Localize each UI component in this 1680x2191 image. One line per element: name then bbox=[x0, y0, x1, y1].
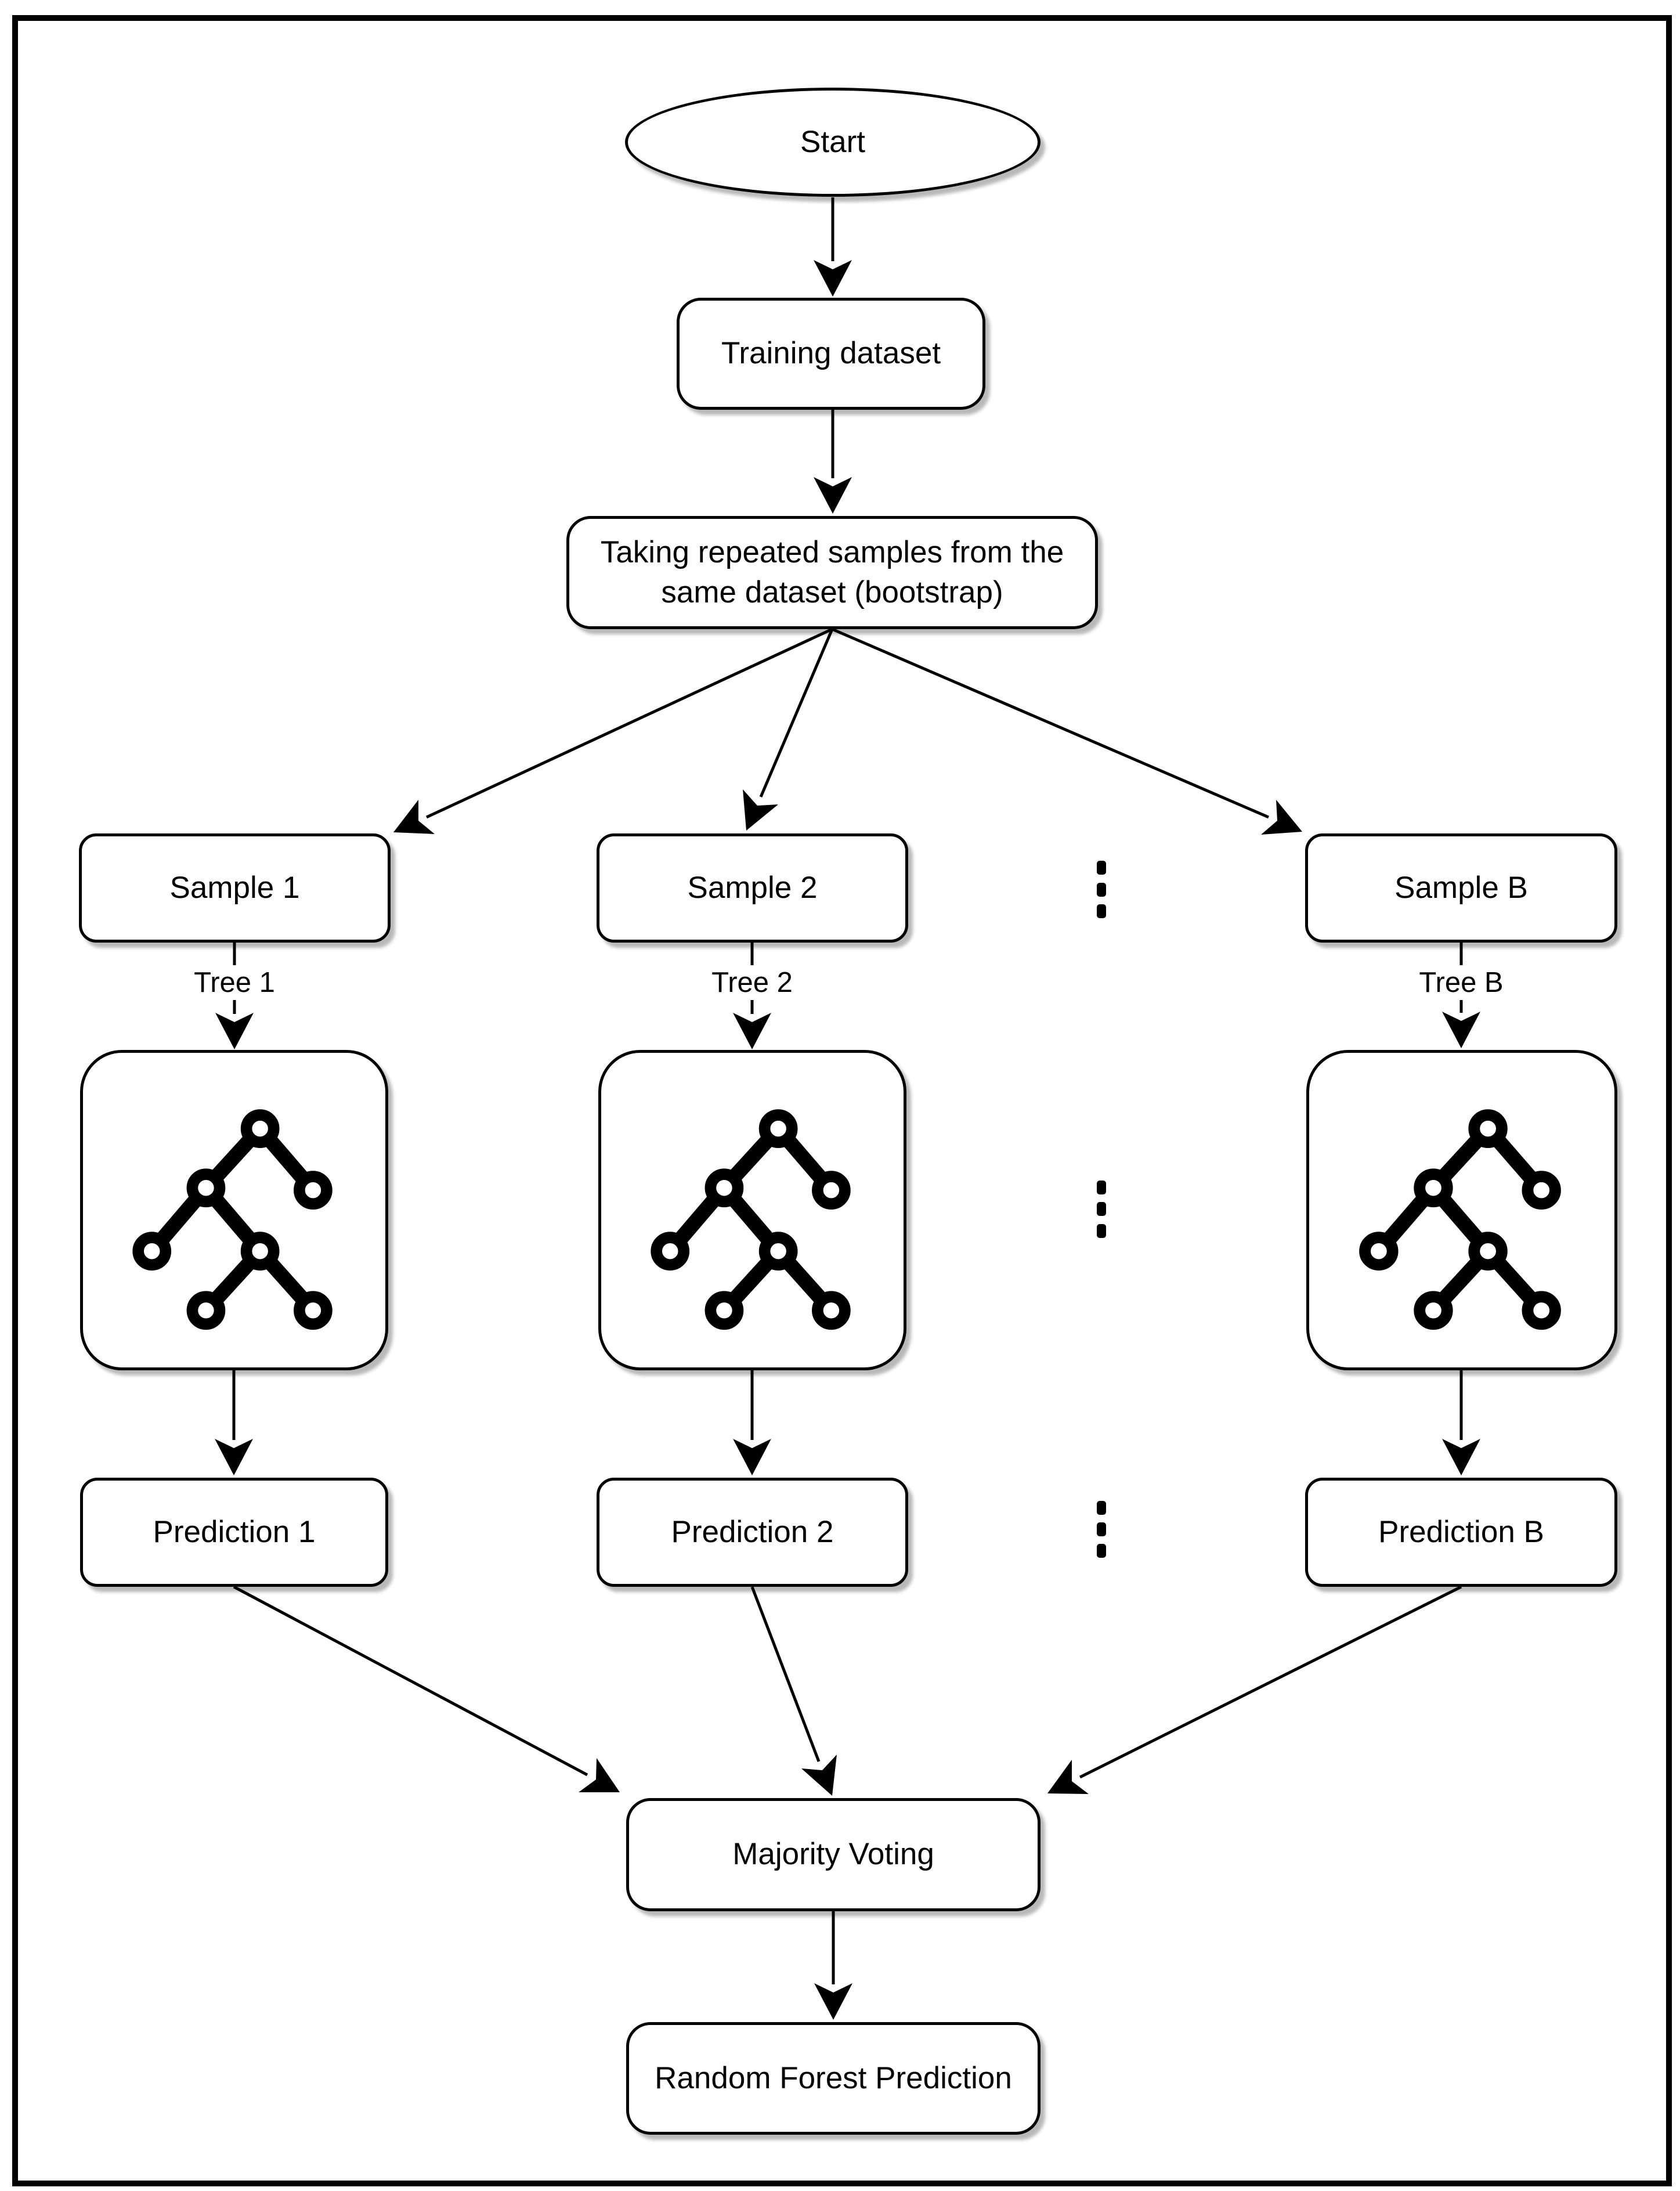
vertical-ellipsis-icon bbox=[1097, 861, 1106, 918]
edge-label-tree-2: Tree 2 bbox=[704, 965, 800, 1000]
node-prediction-2: Prediction 2 bbox=[597, 1478, 908, 1587]
decision-tree-icon bbox=[83, 1053, 385, 1367]
node-prediction-1-label: Prediction 1 bbox=[153, 1514, 316, 1549]
decision-tree-box-1 bbox=[80, 1050, 388, 1370]
node-prediction-b-label: Prediction B bbox=[1378, 1514, 1544, 1549]
arrowheads bbox=[215, 260, 1480, 2020]
edge-label-tree-b: Tree B bbox=[1412, 965, 1511, 1000]
node-sample-1-label: Sample 1 bbox=[169, 870, 300, 905]
node-training-dataset-label: Training dataset bbox=[721, 336, 941, 371]
node-sample-2: Sample 2 bbox=[597, 833, 908, 943]
decision-tree-icon bbox=[1309, 1053, 1614, 1367]
node-majority-voting: Majority Voting bbox=[626, 1798, 1040, 1911]
node-sample-2-label: Sample 2 bbox=[687, 870, 818, 905]
node-start-label: Start bbox=[800, 124, 865, 159]
edge-label-tree-1: Tree 1 bbox=[187, 965, 282, 1000]
node-random-forest-prediction-label: Random Forest Prediction bbox=[655, 2060, 1012, 2095]
node-bootstrap: Taking repeated samples from the same da… bbox=[566, 516, 1098, 629]
node-bootstrap-label: Taking repeated samples from the same da… bbox=[600, 535, 1064, 609]
connector-lines bbox=[232, 197, 1463, 1984]
node-majority-voting-label: Majority Voting bbox=[732, 1837, 934, 1872]
decision-tree-box-b bbox=[1306, 1050, 1617, 1370]
node-prediction-b: Prediction B bbox=[1305, 1478, 1617, 1587]
node-sample-1: Sample 1 bbox=[79, 833, 391, 943]
node-sample-b: Sample B bbox=[1305, 833, 1617, 943]
node-training-dataset: Training dataset bbox=[677, 298, 985, 410]
node-random-forest-prediction: Random Forest Prediction bbox=[626, 2022, 1040, 2135]
decision-tree-box-2 bbox=[598, 1050, 906, 1370]
diagram-border bbox=[12, 15, 1672, 2186]
vertical-ellipsis-icon bbox=[1097, 1181, 1106, 1238]
node-prediction-1: Prediction 1 bbox=[80, 1478, 388, 1587]
decision-tree-icon bbox=[601, 1053, 904, 1367]
node-start: Start bbox=[625, 88, 1040, 197]
vertical-ellipsis-icon bbox=[1097, 1501, 1106, 1558]
node-prediction-2-label: Prediction 2 bbox=[671, 1514, 834, 1549]
node-sample-b-label: Sample B bbox=[1394, 870, 1528, 905]
